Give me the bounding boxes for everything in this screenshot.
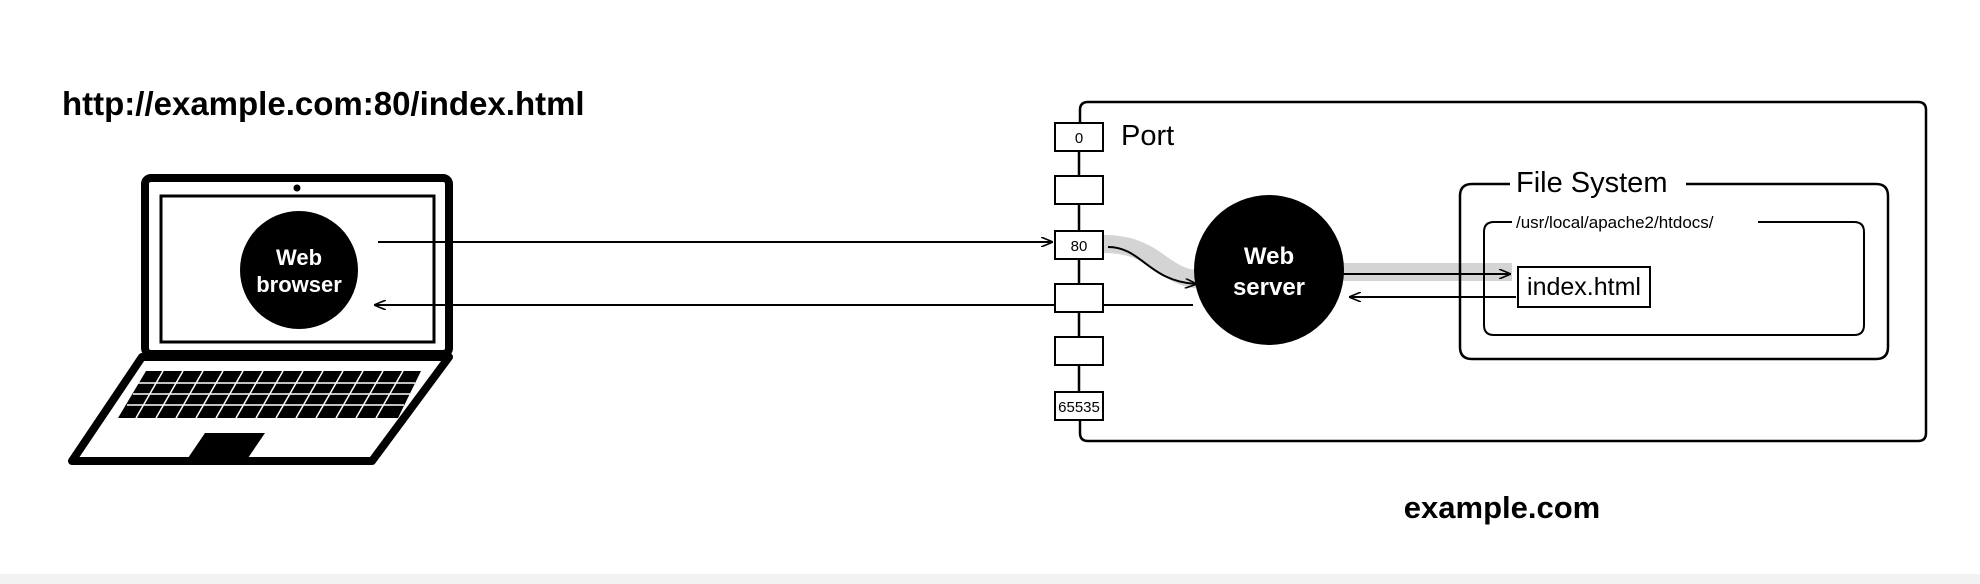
port-80-to-server-arrow xyxy=(1107,246,1196,284)
web-server-label-line2: server xyxy=(1233,274,1305,301)
index-file-label: index.html xyxy=(1527,273,1641,301)
port-0-box xyxy=(1054,122,1104,152)
port-80-box xyxy=(1054,230,1104,260)
document-root-path: /usr/local/apache2/htdocs/ xyxy=(1516,213,1714,232)
port-box xyxy=(1054,336,1104,366)
host-name: example.com xyxy=(1404,490,1600,525)
port-65535-label: 65535 xyxy=(1058,399,1100,416)
keyboard-keys xyxy=(127,370,415,419)
index-file-box xyxy=(1517,266,1651,308)
web-server-label-line1: Web xyxy=(1244,243,1294,270)
bottom-strip xyxy=(0,574,1980,584)
web-server-node: Web server xyxy=(1194,195,1344,345)
file-system-box xyxy=(1458,182,1890,361)
server-host-box xyxy=(1078,100,1928,443)
web-browser-label-line1: Web xyxy=(276,245,322,270)
port-box xyxy=(1054,283,1104,313)
web-browser-node: Web browser xyxy=(240,211,358,329)
document-root-box xyxy=(1483,221,1865,336)
port-65535-box xyxy=(1054,391,1104,421)
laptop-icon xyxy=(68,174,453,465)
server-to-file-highlight xyxy=(1330,263,1512,281)
port-column: 0 80 65535 xyxy=(1054,122,1104,421)
port-80-label: 80 xyxy=(1071,238,1088,255)
port-box xyxy=(1054,175,1104,205)
url-heading: http://example.com:80/index.html xyxy=(62,85,585,122)
port-0-label: 0 xyxy=(1075,130,1083,147)
port-title: Port xyxy=(1121,120,1174,152)
laptop-touchpad xyxy=(188,433,265,458)
web-browser-label-line2: browser xyxy=(256,272,342,297)
file-system-title: File System xyxy=(1516,167,1667,199)
